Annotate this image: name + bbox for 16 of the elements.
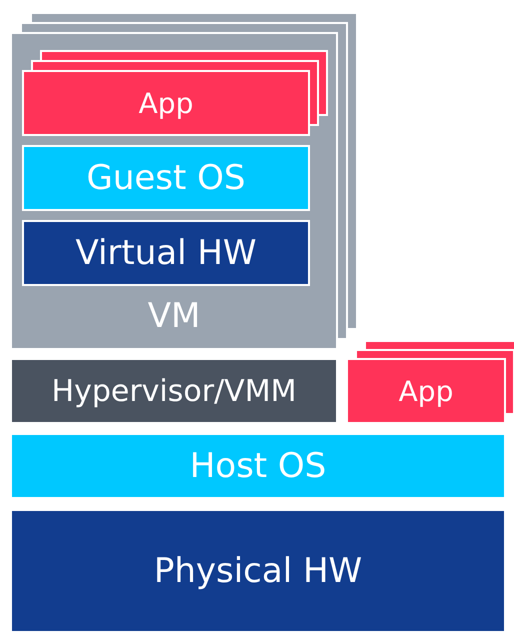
layer-box bbox=[346, 358, 506, 424]
layer-label: Virtual HW bbox=[75, 233, 257, 273]
layer-label: App bbox=[138, 86, 194, 120]
layer-box bbox=[22, 145, 310, 211]
layer-label: App bbox=[398, 374, 454, 408]
layer-box bbox=[10, 509, 506, 633]
layer-box bbox=[22, 70, 310, 136]
layer-label: Guest OS bbox=[86, 158, 246, 198]
layer-box bbox=[10, 358, 338, 424]
layer-label: Host OS bbox=[190, 446, 326, 486]
layer-label: Hypervisor/VMM bbox=[52, 374, 296, 408]
layer-box bbox=[10, 32, 338, 350]
layer-label: Physical HW bbox=[154, 551, 362, 591]
layer-label: VM bbox=[148, 296, 200, 336]
layer-box bbox=[10, 433, 506, 499]
layer-box bbox=[22, 220, 310, 286]
